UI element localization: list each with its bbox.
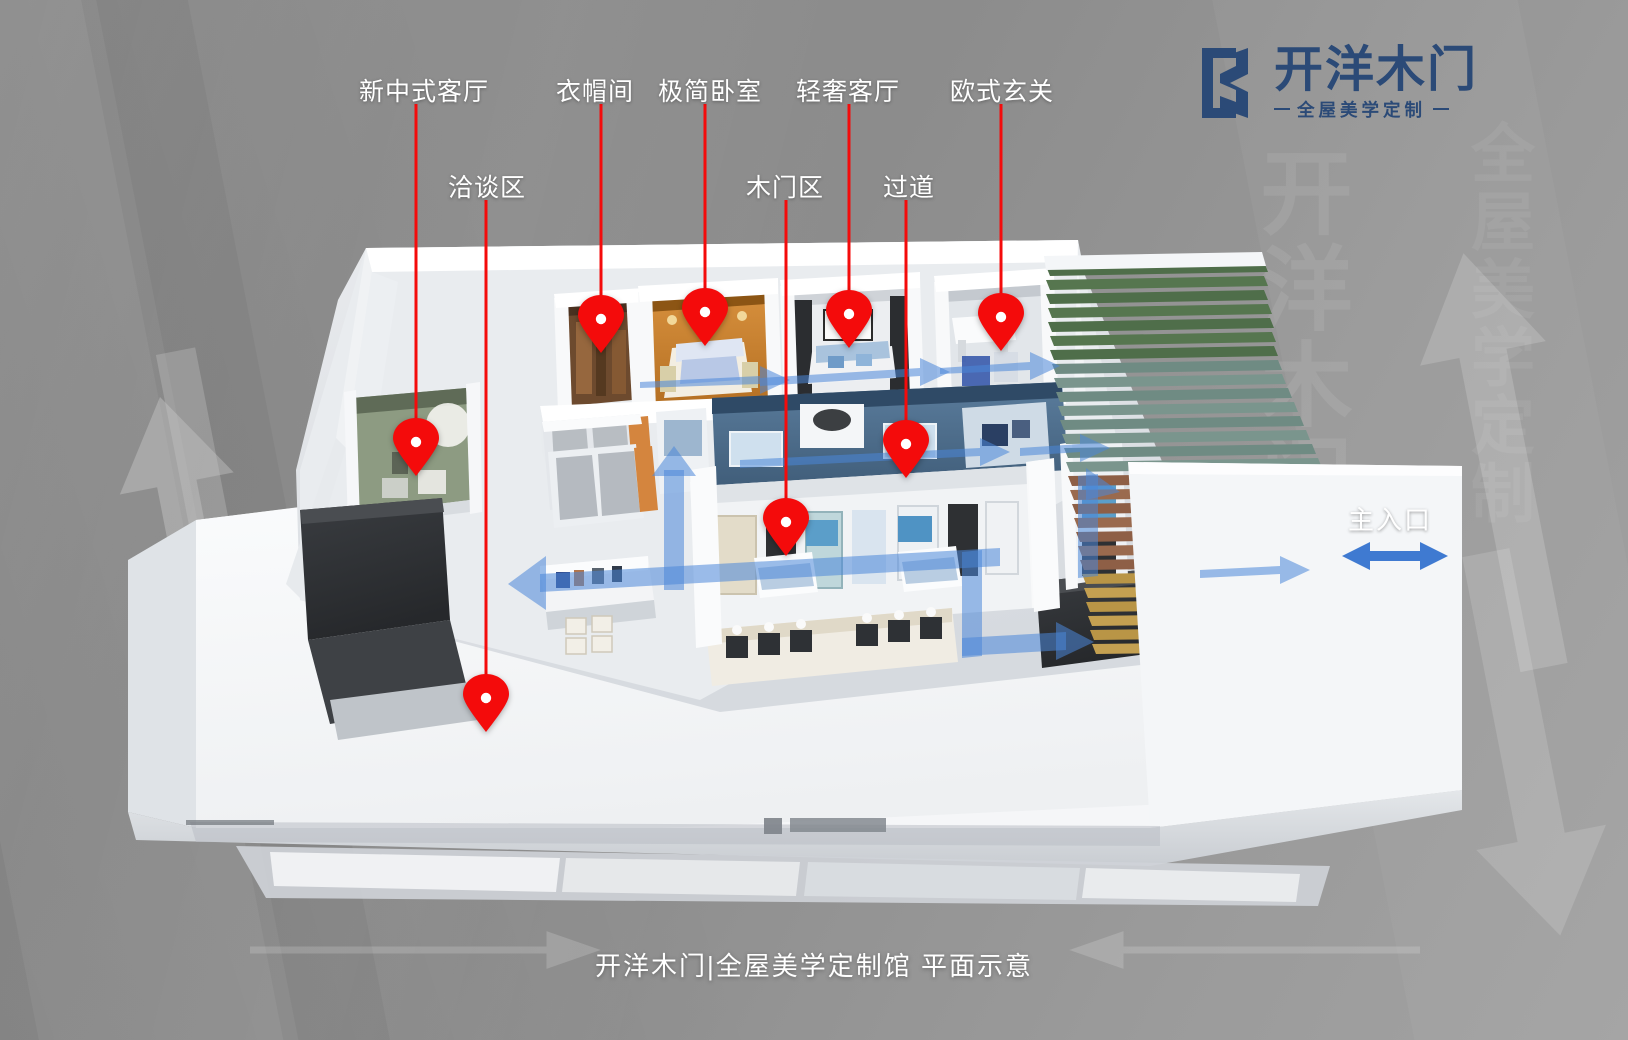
callout-label-wooden-door-zone[interactable]: 木门区: [745, 174, 825, 202]
callout-label-cloakroom[interactable]: 衣帽间: [555, 78, 635, 106]
circulation-arrows: [508, 352, 1310, 660]
lower-shop-strip: [236, 846, 1330, 906]
map-pin-corridor[interactable]: [882, 420, 930, 478]
callout-label-light-luxury-living-room[interactable]: 轻奢客厅: [795, 78, 901, 106]
door-display-double: [548, 444, 658, 528]
leader-line-cloakroom: [599, 104, 603, 310]
callout-label-corridor[interactable]: 过道: [882, 174, 936, 202]
map-pin-european-entry-hall[interactable]: [977, 293, 1025, 351]
map-pin-cloakroom[interactable]: [577, 295, 625, 353]
callout-label-new-chinese-living-room[interactable]: 新中式客厅: [358, 78, 490, 106]
map-pin-light-luxury-living-room[interactable]: [825, 290, 873, 348]
service-counter-row: [706, 607, 958, 686]
kaiyang-k-mark-icon: [1202, 48, 1248, 118]
leader-line-wooden-door-zone: [784, 200, 788, 524]
leader-line-corridor: [904, 200, 908, 444]
tagline-rule-left: [1274, 108, 1290, 110]
leader-line-light-luxury-living-room: [847, 104, 851, 312]
map-pin-new-chinese-living-room[interactable]: [392, 418, 440, 476]
leader-line-negotiation-area: [484, 200, 488, 700]
map-pin-minimalist-bedroom[interactable]: [681, 288, 729, 346]
main-entrance-label: 主入口: [1348, 505, 1433, 535]
interior-wall-vertical: [690, 466, 722, 648]
callout-label-european-entry-hall[interactable]: 欧式玄关: [949, 78, 1055, 106]
dark-recess-left: [300, 498, 478, 740]
map-pin-wooden-door-zone[interactable]: [762, 498, 810, 556]
front-right-slab-top: [1128, 462, 1462, 476]
tagline-rule-right: [1433, 108, 1449, 110]
callout-label-negotiation-area[interactable]: 洽谈区: [447, 174, 527, 202]
leader-line-minimalist-bedroom: [703, 104, 707, 310]
brand-name: 开洋木门: [1274, 40, 1479, 98]
main-entrance-arrow-icon: [1342, 542, 1448, 570]
callout-label-minimalist-bedroom[interactable]: 极简卧室: [657, 78, 763, 106]
poster-caption: 开洋木门|全屋美学定制馆 平面示意: [595, 951, 1033, 981]
map-pin-negotiation-area[interactable]: [462, 674, 510, 732]
brand-tagline: 全屋美学定制: [1297, 99, 1426, 120]
brand-logo: 开洋木门 全屋美学定制: [1196, 44, 1478, 122]
slab-brand-band: [186, 818, 1160, 846]
leader-line-european-entry-hall: [999, 104, 1003, 315]
leader-line-new-chinese-living-room: [414, 104, 418, 432]
interior-wall-vertical-right: [1028, 458, 1060, 612]
brand-tagline-row: 全屋美学定制: [1274, 97, 1478, 122]
